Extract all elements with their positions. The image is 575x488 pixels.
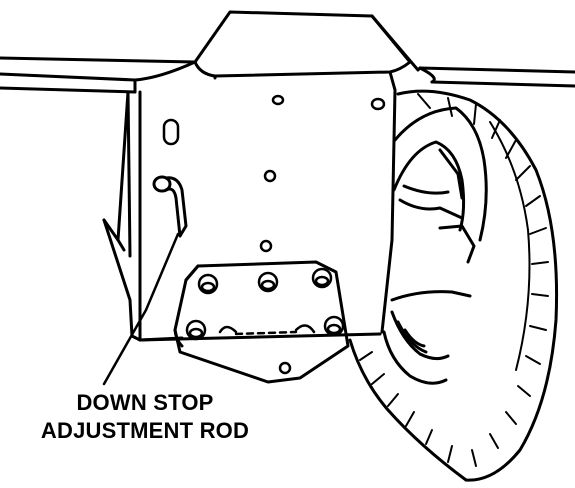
adjustment-rod	[152, 175, 188, 238]
callout-line-2: ADJUSTMENT ROD	[40, 418, 250, 443]
callout-label: DOWN STOP ADJUSTMENT ROD	[0, 389, 290, 445]
callout-line-1: DOWN STOP	[76, 390, 214, 415]
left-frame-member	[102, 90, 142, 342]
wheel-hub	[382, 106, 488, 385]
plate-top-hump	[133, 10, 422, 82]
tire	[348, 89, 559, 482]
plate-holes	[162, 94, 386, 253]
frame-rail	[0, 56, 575, 94]
bracket-plate	[173, 260, 350, 384]
callout-leader	[102, 232, 180, 386]
bracket-bolts	[185, 267, 345, 375]
